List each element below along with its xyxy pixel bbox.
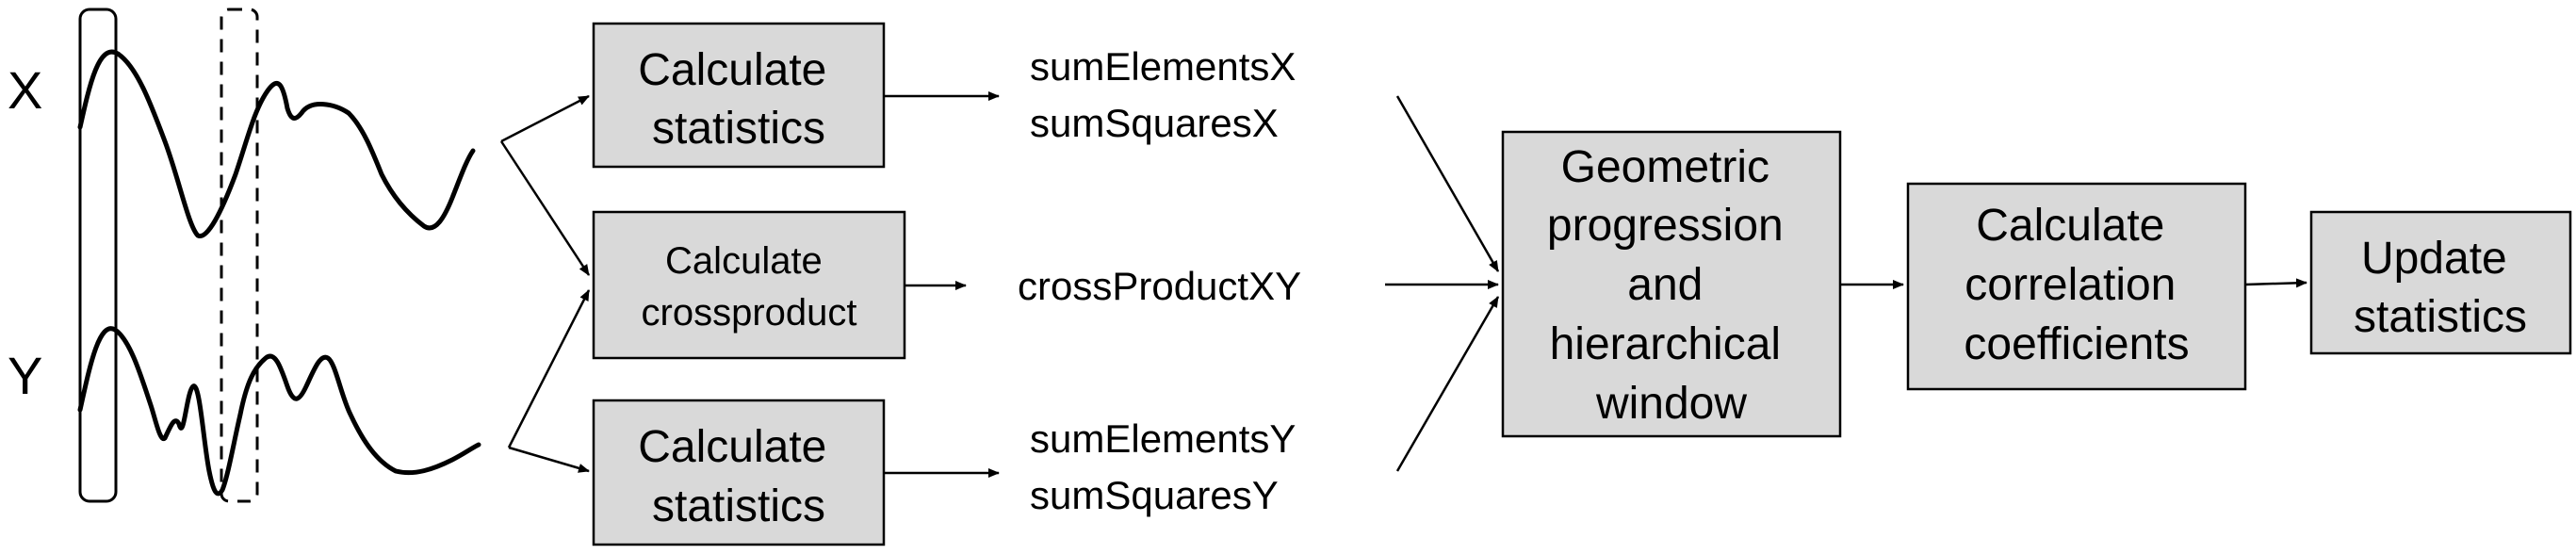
arrow-x-to-cross [499, 140, 591, 276]
calc-stats-y-box: Calculate statistics [592, 399, 886, 546]
svg-text:Calculate statistics: Calculate statistics [638, 45, 839, 154]
calc-stats-x-line2: statistics [652, 104, 825, 154]
arrow-y-to-stats [508, 446, 590, 473]
geometric-window-box: Geometric progression and hierarchical w… [1501, 130, 1842, 438]
svg-text:Calculate statistics: Calculate statistics [638, 422, 839, 531]
signal-y-waveform [77, 326, 481, 497]
calc-corr-box: Calculate correlation coefficients [1906, 182, 2247, 391]
update-stats-box: Update statistics [2309, 210, 2572, 355]
geometric-line2: progression [1547, 201, 1784, 251]
arrow-y-to-cross [507, 289, 591, 448]
calc-cross-line2: crossproduct [642, 292, 857, 334]
svg-text:Update statistics: Update statistics [2354, 234, 2527, 342]
svg-text:Calculate correlation: Calculate correlation coefficients [1964, 201, 2189, 369]
calc-stats-x-line1: Calculate [638, 45, 826, 95]
output-sum-elements-y: sumElementsY [1030, 416, 1296, 461]
output-y: sumElementsY sumSquaresY [1030, 416, 1306, 517]
svg-text:Calculate crossproduct: Calculate crossproduct [642, 240, 857, 334]
arrow-x-to-stats [500, 94, 590, 143]
calc-corr-line3: coefficients [1964, 319, 2189, 369]
geometric-line4: hierarchical [1550, 319, 1781, 369]
calc-stats-y-line2: statistics [652, 481, 825, 531]
arrow-y-outputs-to-geometric [1395, 296, 1500, 472]
calc-corr-line2: correlation [1965, 260, 2176, 310]
calc-stats-x-box: Calculate statistics [592, 22, 886, 169]
arrow-corr-to-update [2244, 278, 2307, 288]
arrow-x-outputs-to-geometric [1395, 95, 1500, 272]
calc-stats-y-line1: Calculate [638, 422, 826, 472]
output-sum-elements-x: sumElementsX [1030, 44, 1296, 89]
update-line2: statistics [2354, 292, 2527, 342]
analysis-window-dashed [220, 8, 259, 503]
output-sum-squares-x: sumSquaresX [1030, 101, 1279, 145]
output-sum-squares-y: sumSquaresY [1030, 473, 1279, 517]
analysis-window-solid [78, 8, 118, 503]
svg-text:Geometric progression: Geometric progression and hierarchical w… [1547, 142, 1796, 429]
update-line1: Update [2361, 234, 2507, 284]
geometric-line1: Geometric [1561, 142, 1769, 192]
signal-x-waveform [77, 49, 476, 238]
output-x: sumElementsX sumSquaresX [1030, 44, 1307, 145]
output-cross-product-xy: crossProductXY [1018, 264, 1301, 308]
calc-cross-line1: Calculate [665, 240, 823, 282]
signal-y-label: Y [8, 346, 42, 405]
signal-x-label: X [8, 60, 42, 120]
calc-corr-line1: Calculate [1976, 201, 2164, 251]
geometric-line5: window [1595, 379, 1747, 429]
output-xy: crossProductXY [1018, 264, 1301, 308]
geometric-line3: and [1627, 260, 1703, 310]
calc-cross-box: Calculate crossproduct [592, 210, 906, 360]
